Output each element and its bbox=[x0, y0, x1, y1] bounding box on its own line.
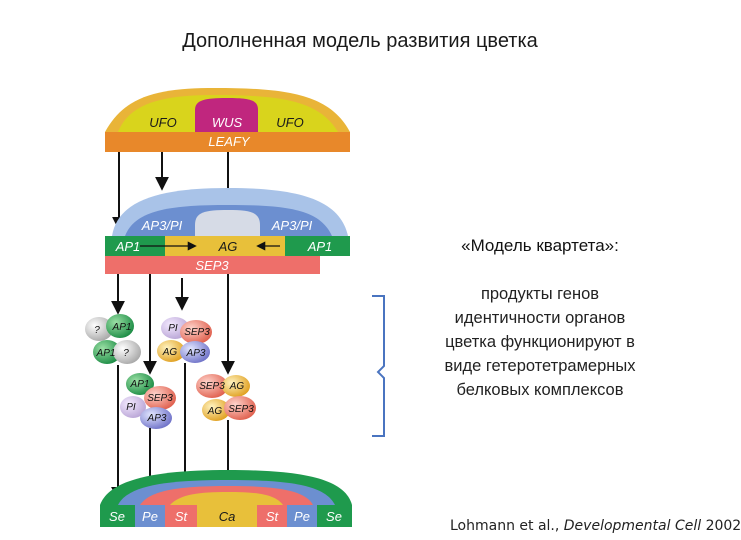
c4-ag-a: AG bbox=[229, 381, 245, 392]
ufo-right-label: UFO bbox=[276, 115, 303, 130]
seg-se-right: Se bbox=[326, 509, 342, 524]
quartet-heading: «Модель квартета»: bbox=[461, 236, 619, 255]
c4-sep3b: SEP3 bbox=[228, 404, 254, 415]
c2-ap3: AP3 bbox=[186, 348, 206, 359]
quartet-line-3: цветка функционируют в bbox=[445, 333, 635, 351]
complex-2: PI SEP3 AG AP3 bbox=[157, 317, 212, 363]
citation-journal: Developmental Cell bbox=[563, 518, 702, 534]
c1-q2: ? bbox=[123, 348, 129, 359]
bottom-band: Se Pe St Ca St Pe Se bbox=[100, 470, 352, 527]
seg-ca: Ca bbox=[219, 509, 236, 524]
seg-st-left: St bbox=[175, 509, 189, 524]
ap3pi-left-label: AP3/PI bbox=[141, 218, 183, 233]
seg-pe-left: Pe bbox=[142, 509, 158, 524]
seg-st-right: St bbox=[266, 509, 280, 524]
sep3-label: SEP3 bbox=[195, 258, 229, 273]
quartet-line-1: продукты генов bbox=[480, 285, 600, 303]
citation-authors: Lohmann et al., bbox=[450, 518, 564, 534]
c2-pi: PI bbox=[168, 323, 178, 334]
quartet-line-5: белковых комплексов bbox=[456, 381, 624, 399]
leafy-label: LEAFY bbox=[208, 134, 251, 149]
top-band: UFO WUS UFO LEAFY bbox=[105, 88, 350, 152]
c1-ap1b: AP1 bbox=[96, 348, 116, 359]
c2-ag: AG bbox=[162, 347, 178, 358]
ap3pi-right-label: AP3/PI bbox=[271, 218, 313, 233]
seg-se-left: Se bbox=[109, 509, 125, 524]
quartet-line-2: идентичности органов bbox=[454, 309, 626, 327]
ap1-left-label: AP1 bbox=[115, 239, 141, 254]
flower-model-diagram: UFO WUS UFO LEAFY AP3/PI AP3/PI AP1 AG A… bbox=[85, 88, 385, 527]
page-title: Дополненная модель развития цветка bbox=[182, 30, 538, 52]
quartet-description: продукты генов идентичности органов цвет… bbox=[405, 282, 675, 402]
complex-3: AP1 SEP3 PI AP3 bbox=[120, 373, 176, 429]
complex-1: ? AP1 AP1 ? bbox=[85, 314, 141, 364]
middle-band: AP3/PI AP3/PI AP1 AG AP1 SEP3 bbox=[105, 188, 350, 274]
citation: Lohmann et al., Developmental Cell 2002 bbox=[450, 518, 741, 534]
ufo-left-label: UFO bbox=[149, 115, 176, 130]
c3-ap3: AP3 bbox=[147, 413, 167, 424]
complex-4: SEP3 AG AG SEP3 bbox=[196, 374, 256, 421]
c4-sep3a: SEP3 bbox=[199, 381, 225, 392]
c3-pi: PI bbox=[126, 402, 136, 413]
c3-ap1: AP1 bbox=[130, 379, 150, 390]
c1-ap1a: AP1 bbox=[112, 322, 132, 333]
bracket bbox=[372, 295, 385, 437]
c4-ag-b: AG bbox=[207, 406, 223, 417]
c1-q1: ? bbox=[94, 325, 100, 336]
ag-label: AG bbox=[218, 239, 238, 254]
quartet-line-4: виде гетеротетрамерных bbox=[444, 357, 636, 375]
wus-label: WUS bbox=[212, 115, 243, 130]
ap1-right-label: AP1 bbox=[307, 239, 333, 254]
c2-sep3: SEP3 bbox=[184, 327, 210, 338]
citation-year: 2002 bbox=[701, 518, 741, 534]
seg-pe-right: Pe bbox=[294, 509, 310, 524]
c3-sep3: SEP3 bbox=[147, 393, 173, 404]
